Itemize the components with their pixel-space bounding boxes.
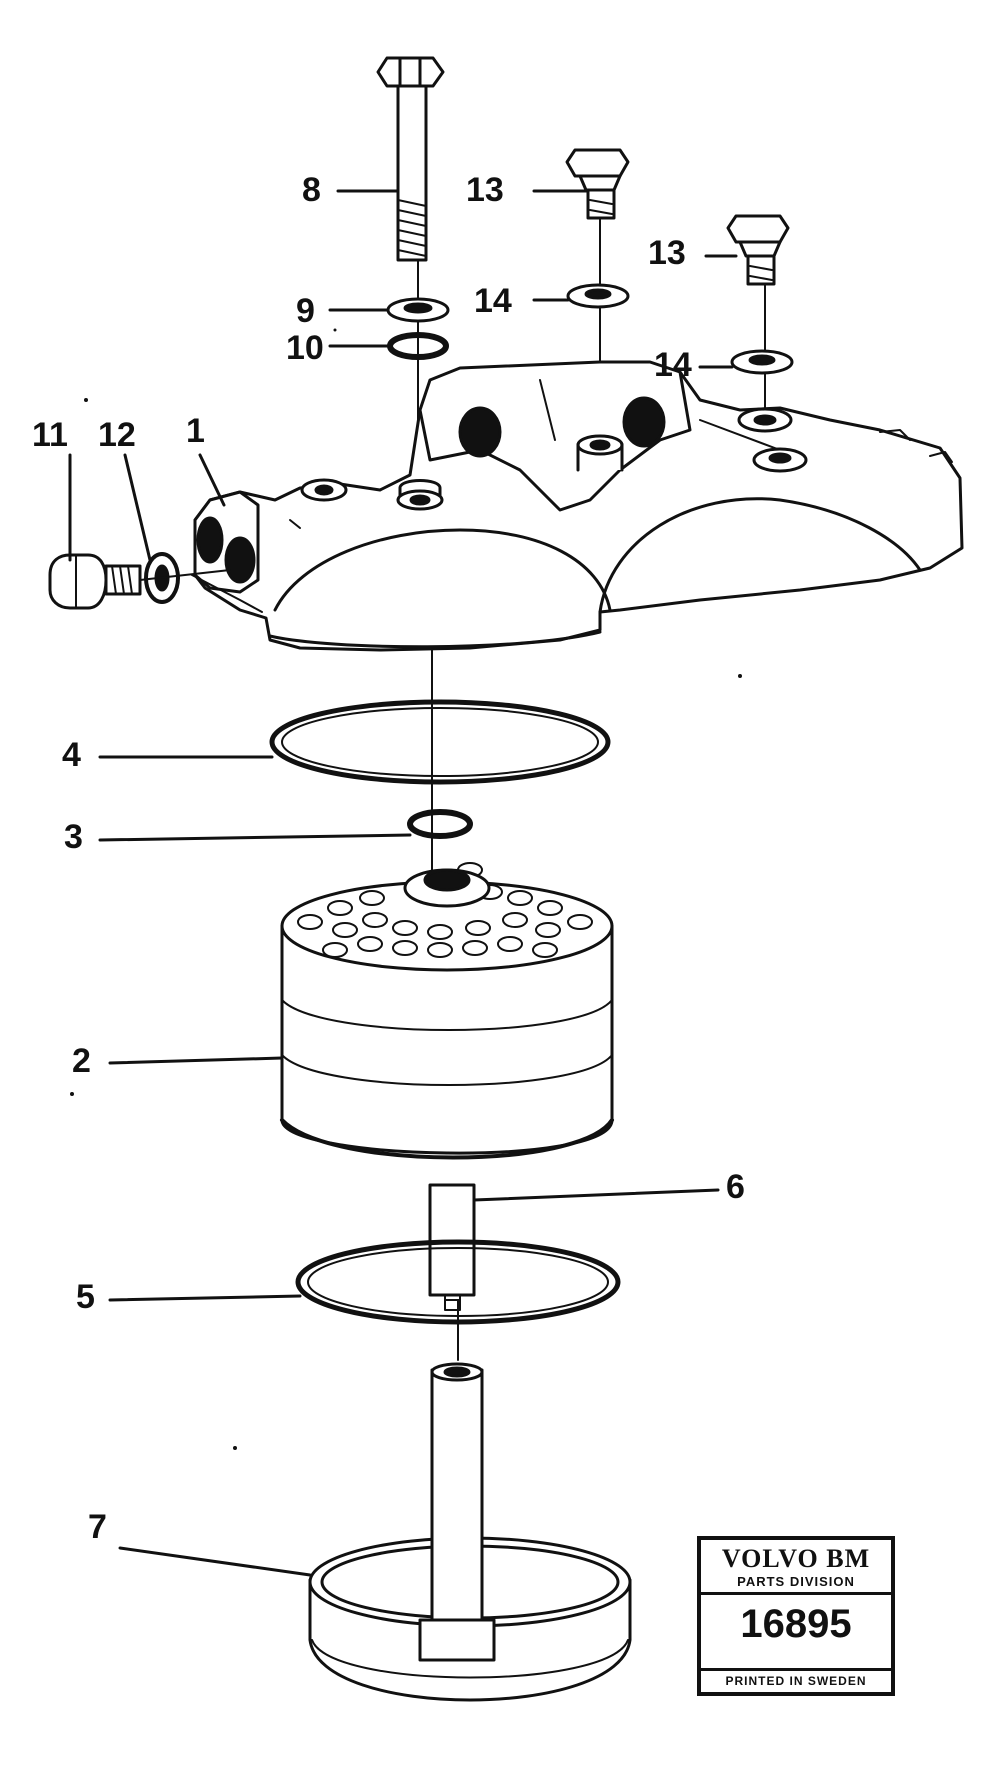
plug-part-11 xyxy=(48,553,142,610)
label-part-2: 2 xyxy=(72,1042,91,1080)
label-part-8: 8 xyxy=(302,171,321,209)
label-part-9: 9 xyxy=(296,292,315,330)
label-part-5: 5 xyxy=(76,1278,95,1316)
stamp-number: 16895 xyxy=(740,1602,852,1646)
scan-specks xyxy=(70,328,742,1450)
label-part-14b: 14 xyxy=(654,346,692,384)
o-ring-part-5 xyxy=(295,1239,621,1325)
label-part-13b: 13 xyxy=(648,234,686,272)
washer-part-14a xyxy=(566,283,630,309)
o-ring-part-3 xyxy=(407,809,473,839)
label-part-11: 11 xyxy=(32,416,68,454)
label-part-3: 3 xyxy=(64,818,83,856)
banjo-bolt-part-13b xyxy=(726,214,790,286)
label-part-14a: 14 xyxy=(474,282,512,320)
stamp-printed: PRINTED IN SWEDEN xyxy=(701,1668,891,1692)
o-ring-part-4 xyxy=(269,699,611,785)
label-part-6: 6 xyxy=(726,1168,745,1206)
bowl-part-7 xyxy=(308,1362,632,1702)
label-part-12: 12 xyxy=(98,416,136,454)
washer-part-14b xyxy=(730,349,794,375)
bolt-part-8 xyxy=(376,56,445,262)
banjo-bolt-part-13a xyxy=(565,148,630,220)
seal-washer-part-12 xyxy=(139,552,231,604)
stamp-brand: VOLVO BM xyxy=(721,1544,871,1573)
label-part-1: 1 xyxy=(186,412,205,450)
label-part-4: 4 xyxy=(62,736,81,774)
filter-head-part-1 xyxy=(191,360,964,652)
leader-lines xyxy=(68,189,738,1577)
parts-division-stamp: VOLVO BM PARTS DIVISION 16895 PRINTED IN… xyxy=(697,1536,895,1696)
label-part-7: 7 xyxy=(88,1508,107,1546)
filter-cartridge-part-2 xyxy=(280,862,614,1160)
label-part-13a: 13 xyxy=(466,171,504,209)
stamp-division: PARTS DIVISION xyxy=(701,1574,891,1595)
washer-part-9 xyxy=(386,297,450,323)
label-part-10: 10 xyxy=(286,329,324,367)
